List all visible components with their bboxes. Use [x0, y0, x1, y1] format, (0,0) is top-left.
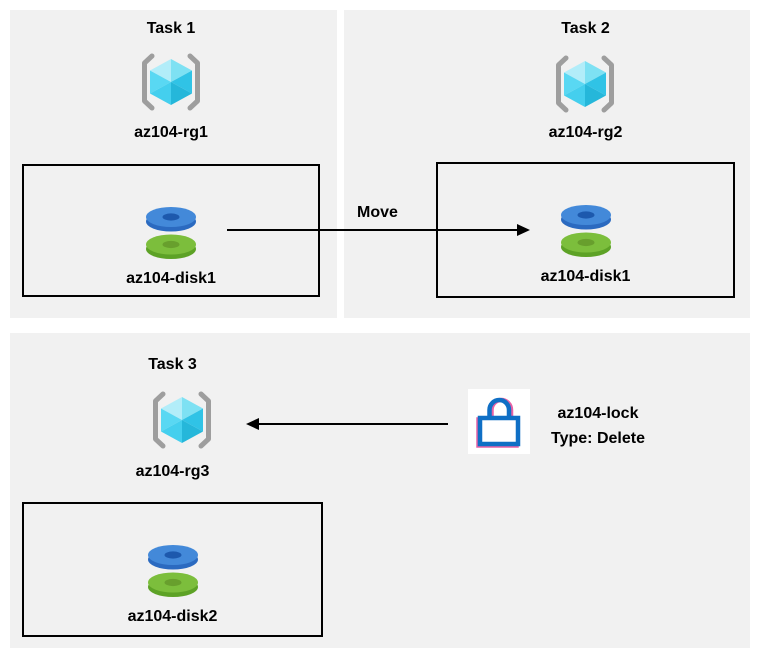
lock-icon [468, 389, 530, 454]
task3-resource-box: az104-disk2 [22, 502, 323, 637]
managed-disk-icon [559, 203, 613, 259]
task3-rg-name: az104-rg3 [135, 463, 210, 480]
task1-disk-name: az104-disk1 [126, 270, 216, 287]
move-arrowhead-icon [517, 224, 530, 236]
task2-rg-name: az104-rg2 [548, 124, 623, 141]
lock-arrow-line [258, 423, 448, 425]
task1-resource-box: az104-disk1 [22, 164, 320, 297]
managed-disk-icon [146, 543, 200, 599]
resource-group-icon [151, 391, 213, 449]
move-arrow-label: Move [357, 204, 398, 221]
resource-group-icon [140, 53, 202, 111]
lock-label-group: az104-lock Type: Delete [508, 401, 688, 451]
lock-arrowhead-icon [246, 418, 259, 430]
task1-rg-name: az104-rg1 [134, 124, 208, 141]
task2-disk-name: az104-disk1 [540, 268, 631, 285]
lock-type: Type: Delete [551, 430, 645, 447]
lock-name: az104-lock [557, 405, 639, 422]
task1-panel: Task 1 az104-rg1 [10, 10, 337, 318]
task3-panel: Task 3 az104-rg3 [10, 333, 750, 648]
managed-disk-icon [144, 205, 198, 261]
move-arrow-line [227, 229, 519, 231]
task1-title: Task 1 [146, 20, 196, 37]
task3-title: Task 3 [148, 356, 197, 373]
resource-group-icon [554, 55, 616, 113]
task2-title: Task 2 [561, 20, 610, 37]
task2-panel: Task 2 az104-rg2 [344, 10, 750, 318]
task3-disk-name: az104-disk2 [127, 608, 218, 625]
